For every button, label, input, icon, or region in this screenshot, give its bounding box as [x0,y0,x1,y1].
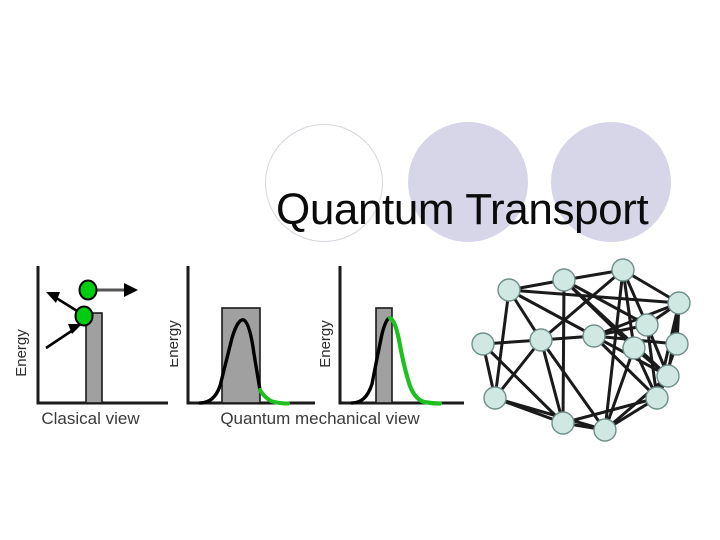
network-edge [592,301,681,338]
network-node [551,411,575,435]
incoming-arrow-icon [45,324,82,350]
classical-view-diagram: Energy [13,266,168,405]
network-node [622,336,646,360]
network-edge [562,278,649,327]
quantum-narrow-y-axis-label: Energy [317,320,334,368]
network-edge [561,396,659,425]
network-node [635,313,659,337]
figure-network-graph [466,248,702,444]
network-node [529,328,553,352]
network-edge [539,268,625,342]
figure-quantum-mechanical-view: Energy Energy [170,258,470,440]
classical-y-axis-label: Energy [13,329,30,377]
network-edge [539,338,607,432]
network-node [665,332,689,356]
network-node [667,291,691,315]
electron-transmitted-icon [78,279,98,301]
network-edge [481,342,565,425]
network-edge [603,346,636,432]
quantum-narrow-barrier-plot: Energy [317,266,464,406]
network-graph-diagram [471,258,691,442]
network-node [497,278,521,302]
network-edge [603,268,625,432]
decorative-filled-circle-right [551,122,671,242]
network-edge [592,334,659,400]
quantum-view-diagram: Energy Energy [170,266,464,406]
slide-title: Quantum Transport [276,185,649,234]
network-edge [621,268,636,350]
network-node [552,268,576,292]
network-node [471,332,495,356]
caption-quantum-mechanical-view: Quantum mechanical view [220,409,420,428]
network-edge [561,278,566,425]
decorative-filled-circle-left [408,122,528,242]
network-node [656,364,680,388]
network-nodes [471,258,691,442]
quantum-wide-barrier-plot: Energy [170,266,315,406]
electron-incident-icon [74,305,94,327]
network-edge [507,288,596,338]
network-node [582,324,606,348]
network-edge [493,396,607,432]
caption-classical-view: Clasical view [41,409,140,428]
transmitted-arrow-icon [96,283,138,297]
quantum-wide-y-axis-label: Energy [170,320,182,368]
figure-classical-view: Energy [8,258,173,440]
network-edge [539,338,565,425]
network-node [645,386,669,410]
network-node [593,418,617,442]
network-node [611,258,635,282]
decorative-outline-circle [265,124,383,242]
network-node [483,386,507,410]
network-edge [493,338,543,400]
